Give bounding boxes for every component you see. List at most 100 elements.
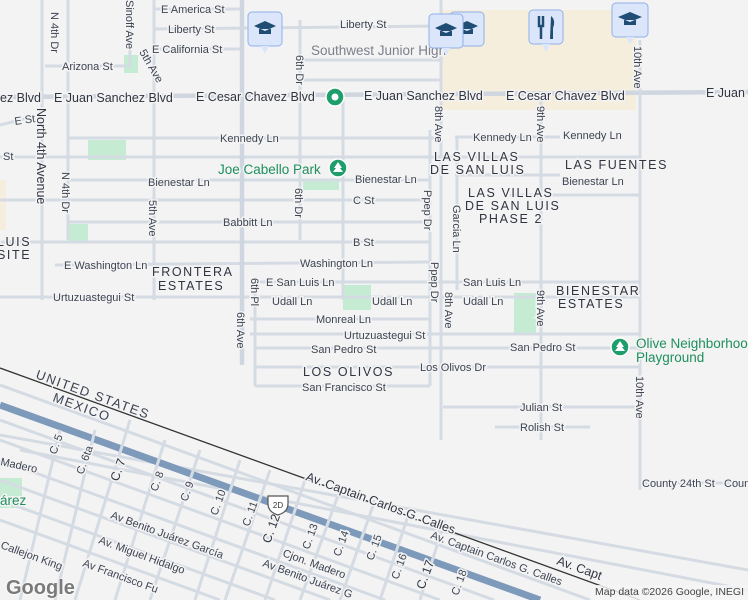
map-label: LOS OLIVOS xyxy=(303,365,394,379)
playground-marker[interactable] xyxy=(610,337,630,357)
map-label: Coun xyxy=(724,478,748,490)
map-label: C St xyxy=(353,195,374,207)
map-label: E St xyxy=(14,113,36,128)
map-label: 10th Ave xyxy=(631,46,643,89)
map-label: 5th Ave xyxy=(146,200,158,237)
school-icon xyxy=(254,21,276,34)
map-label: 6th Ave xyxy=(234,312,246,349)
map-label: County 24th St xyxy=(642,478,715,490)
international-border xyxy=(0,367,641,600)
map-label: Av. Captain Carlos G. Calles xyxy=(429,530,564,589)
map-label: St xyxy=(3,151,13,163)
map-label: Rolish St xyxy=(520,422,564,434)
map-label: Kennedy Ln xyxy=(473,132,532,144)
map-label: BIENESTAR xyxy=(556,284,640,298)
map-label: Madero xyxy=(0,456,38,475)
map-label: ESTATES xyxy=(158,279,224,293)
map-label: LAS FUENTES xyxy=(565,158,668,172)
map-label: E California St xyxy=(152,44,222,56)
poi-labels[interactable]: Southwest Junior High Joe Cabello Park O… xyxy=(0,42,748,510)
map-label: 10th Ave xyxy=(633,376,645,419)
map-label: Washington Ln xyxy=(300,258,373,270)
park-marker[interactable] xyxy=(328,158,348,178)
map-label: ESTATES xyxy=(558,297,624,311)
map-label: N 4th Dr xyxy=(59,172,71,213)
map-label: Sinoff Ave xyxy=(123,0,135,49)
map-label: 6th Dr xyxy=(292,188,304,218)
border-labels: UNITED STATES MEXICO xyxy=(32,365,153,426)
map-label: C. 14 xyxy=(332,529,352,558)
park-icon xyxy=(615,341,625,351)
map-label: E Juan Sanchez Blvd xyxy=(364,89,483,103)
map-label: LUIS xyxy=(0,235,31,249)
map-attribution[interactable]: Map data ©2026 Google, INEGI xyxy=(591,585,748,600)
map-label: Udall Ln xyxy=(463,296,503,308)
map-label: San Pedro St xyxy=(311,344,376,356)
map-label: Kennedy Ln xyxy=(563,130,622,142)
map-label: Los Olivos Dr xyxy=(420,362,486,374)
map-label: C. 16 xyxy=(390,552,410,581)
vertical-street-labels: N 4th Dr North 4th Avenue N 4th Dr Sinof… xyxy=(33,0,647,420)
map-label: Ppep Dr xyxy=(428,262,440,303)
school-marker[interactable] xyxy=(611,2,649,45)
map-label: Bienestar Ln xyxy=(562,176,624,188)
map-label: E Washington Ln xyxy=(64,260,147,272)
map-label: E Cesar Chavez Blvd xyxy=(196,90,315,104)
map-label: Ppep Dr xyxy=(421,190,433,231)
place-icon xyxy=(331,93,339,101)
map-label: Julian St xyxy=(520,402,562,414)
map-label: C. 5 xyxy=(48,433,66,456)
olive-playground-label: Olive Neighborhood xyxy=(636,336,748,351)
map-label: DE SAN LUIS xyxy=(430,163,525,177)
school-marker[interactable] xyxy=(428,13,464,56)
map-label: 8th Ave xyxy=(432,106,444,143)
map-label: San Luis Ln xyxy=(463,277,521,289)
olive-playground-label: Playground xyxy=(636,350,704,365)
map-label: E Cesar Chavez Blvd xyxy=(506,89,625,103)
map-label: Liberty St xyxy=(168,24,214,36)
school-icon xyxy=(618,12,642,25)
place-marker[interactable] xyxy=(325,87,345,107)
map-label: LAS VILLAS xyxy=(434,150,520,164)
map-label: SITE xyxy=(0,248,31,262)
mexico-cross-streets xyxy=(18,419,447,600)
southwest-junior-high-label: Southwest Junior High xyxy=(311,43,446,58)
joe-cabello-park-label: Joe Cabello Park xyxy=(218,162,321,177)
map-label: 9th Ave xyxy=(534,106,546,143)
school-marker[interactable] xyxy=(247,11,283,54)
map-label: San Pedro St xyxy=(510,342,575,354)
map-label: Urtuzuastegui St xyxy=(53,292,134,304)
street-labels: E America St Liberty St Liberty St E Cal… xyxy=(0,3,748,492)
map-label: N 4th Dr xyxy=(48,12,60,53)
map-label: B St xyxy=(353,237,374,249)
neighborhood-labels: FRONTERA ESTATES LAS VILLAS DE SAN LUIS … xyxy=(0,149,668,381)
map-label: Bienestar Ln xyxy=(355,174,417,186)
map-label: Urtuzuastegui St xyxy=(344,330,425,342)
map-label: Monreal Ln xyxy=(316,314,371,326)
map-label: 6th Dr xyxy=(293,55,305,85)
map-label: E San Luis Ln xyxy=(266,277,335,289)
map-label: 8th Ave xyxy=(442,292,454,329)
map-label: FRONTERA xyxy=(152,265,234,279)
map-label: C. 17 xyxy=(414,558,437,591)
restaurant-icon xyxy=(537,16,555,39)
map-label: Arizona St xyxy=(62,61,113,73)
park-icon xyxy=(333,162,343,172)
google-logo: Google xyxy=(6,577,75,599)
restaurant-marker[interactable] xyxy=(528,9,564,52)
map-label: ez Blvd xyxy=(0,91,41,105)
map-label: Babbitt Ln xyxy=(223,217,273,229)
map-label: Udall Ln xyxy=(272,296,312,308)
map-label: E Juan Sanchez Blvd xyxy=(54,91,173,105)
map-label: PHASE 2 xyxy=(479,212,543,226)
map-label: E America St xyxy=(161,4,225,16)
map-label: C. 18 xyxy=(450,568,470,597)
map-label: C. 9 xyxy=(179,480,197,503)
map-label: E Juan xyxy=(706,86,745,100)
highway-shield-2d: 2D xyxy=(267,495,289,516)
map-label: Kennedy Ln xyxy=(220,133,279,145)
school-icon xyxy=(435,23,457,36)
map-label: Garcia Ln xyxy=(450,205,462,253)
